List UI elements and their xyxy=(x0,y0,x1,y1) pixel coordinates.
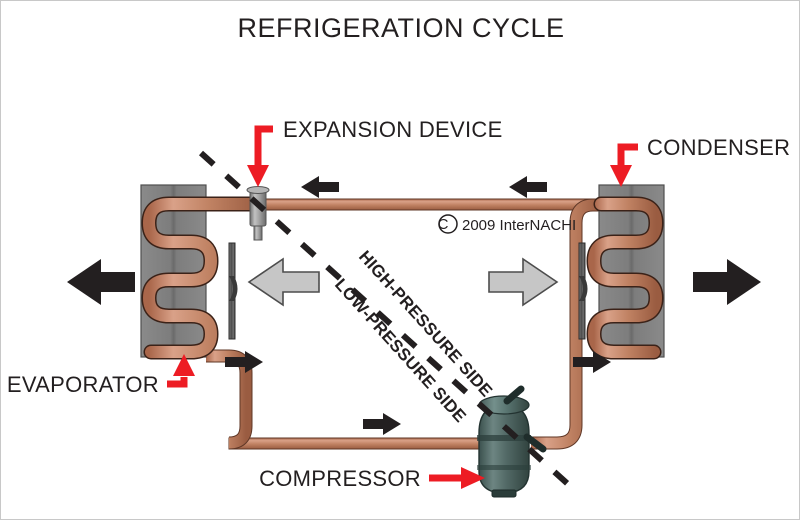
expansion-valve-cap xyxy=(246,186,270,194)
evaporator-unit xyxy=(140,184,267,360)
condenser-coil xyxy=(588,198,662,358)
copyright-text: 2009 InterNACHI xyxy=(462,217,576,234)
refrigerant-tubing xyxy=(206,198,602,450)
copyright-c-glyph: C xyxy=(438,216,449,233)
leader-compressor xyxy=(429,467,485,489)
airflow-arrow-indoor-air xyxy=(247,257,320,307)
label-expansion-device: EXPANSION DEVICE xyxy=(283,117,503,142)
tube-top-run xyxy=(248,198,602,211)
flow-arrow-condenser-inlet xyxy=(573,351,611,373)
leader-expansion-device xyxy=(247,125,273,187)
pressure-divider-dashes xyxy=(198,150,572,488)
airflow-arrow-hot-air-out xyxy=(693,259,761,305)
label-condenser: CONDENSER xyxy=(647,135,790,160)
compressor-stub-side xyxy=(523,433,547,453)
leader-expansion-arrowhead xyxy=(247,165,269,187)
leader-condenser-line xyxy=(617,143,638,167)
compressor-unit xyxy=(477,385,547,498)
pressure-divider-line xyxy=(198,150,572,488)
page-title: REFRIGERATION CYCLE xyxy=(237,13,564,43)
compressor-band-lower xyxy=(477,465,531,470)
tube-bottom-run xyxy=(228,437,490,450)
tube-compressor-discharge xyxy=(531,199,601,449)
condenser-fan-blade xyxy=(578,242,586,340)
leader-evaporator-line xyxy=(167,377,188,388)
compressor-band-upper xyxy=(477,435,531,441)
condenser-unit xyxy=(578,184,665,360)
expansion-device-valve xyxy=(246,186,270,241)
flow-arrow-top-right xyxy=(509,176,547,198)
compressor-shell xyxy=(478,404,530,494)
tube-evap-outlet xyxy=(206,350,252,449)
label-compressor: COMPRESSOR xyxy=(259,466,421,491)
tube-evap-outlet-outline xyxy=(206,349,253,450)
flow-arrow-evap-outlet xyxy=(225,351,263,373)
airflow-arrow-outdoor-air xyxy=(488,257,559,307)
evaporator-fan-blade-twist xyxy=(229,276,238,301)
condenser-fan-blade-twist xyxy=(579,276,588,301)
leader-evaporator xyxy=(167,354,195,388)
leader-condenser xyxy=(610,143,638,187)
evaporator-coil xyxy=(143,198,265,358)
compressor-base xyxy=(491,489,517,498)
compressor-stub-top xyxy=(503,385,525,405)
leader-compressor-arrowhead xyxy=(461,467,485,489)
label-evaporator: EVAPORATOR xyxy=(7,372,159,397)
copyright-notice: C 2009 InterNACHI xyxy=(438,214,576,234)
flow-arrow-top-left xyxy=(301,176,339,198)
leader-condenser-arrowhead xyxy=(610,165,632,187)
evaporator-fan-blade xyxy=(228,242,236,340)
leader-expansion-line xyxy=(254,125,273,167)
flow-arrow-bottom-center xyxy=(363,413,401,435)
airflow-arrow-cold-air-out xyxy=(67,259,135,305)
leader-evaporator-arrowhead xyxy=(173,354,195,376)
expansion-valve-stem xyxy=(253,225,263,241)
copyright-circle-icon xyxy=(438,214,458,234)
